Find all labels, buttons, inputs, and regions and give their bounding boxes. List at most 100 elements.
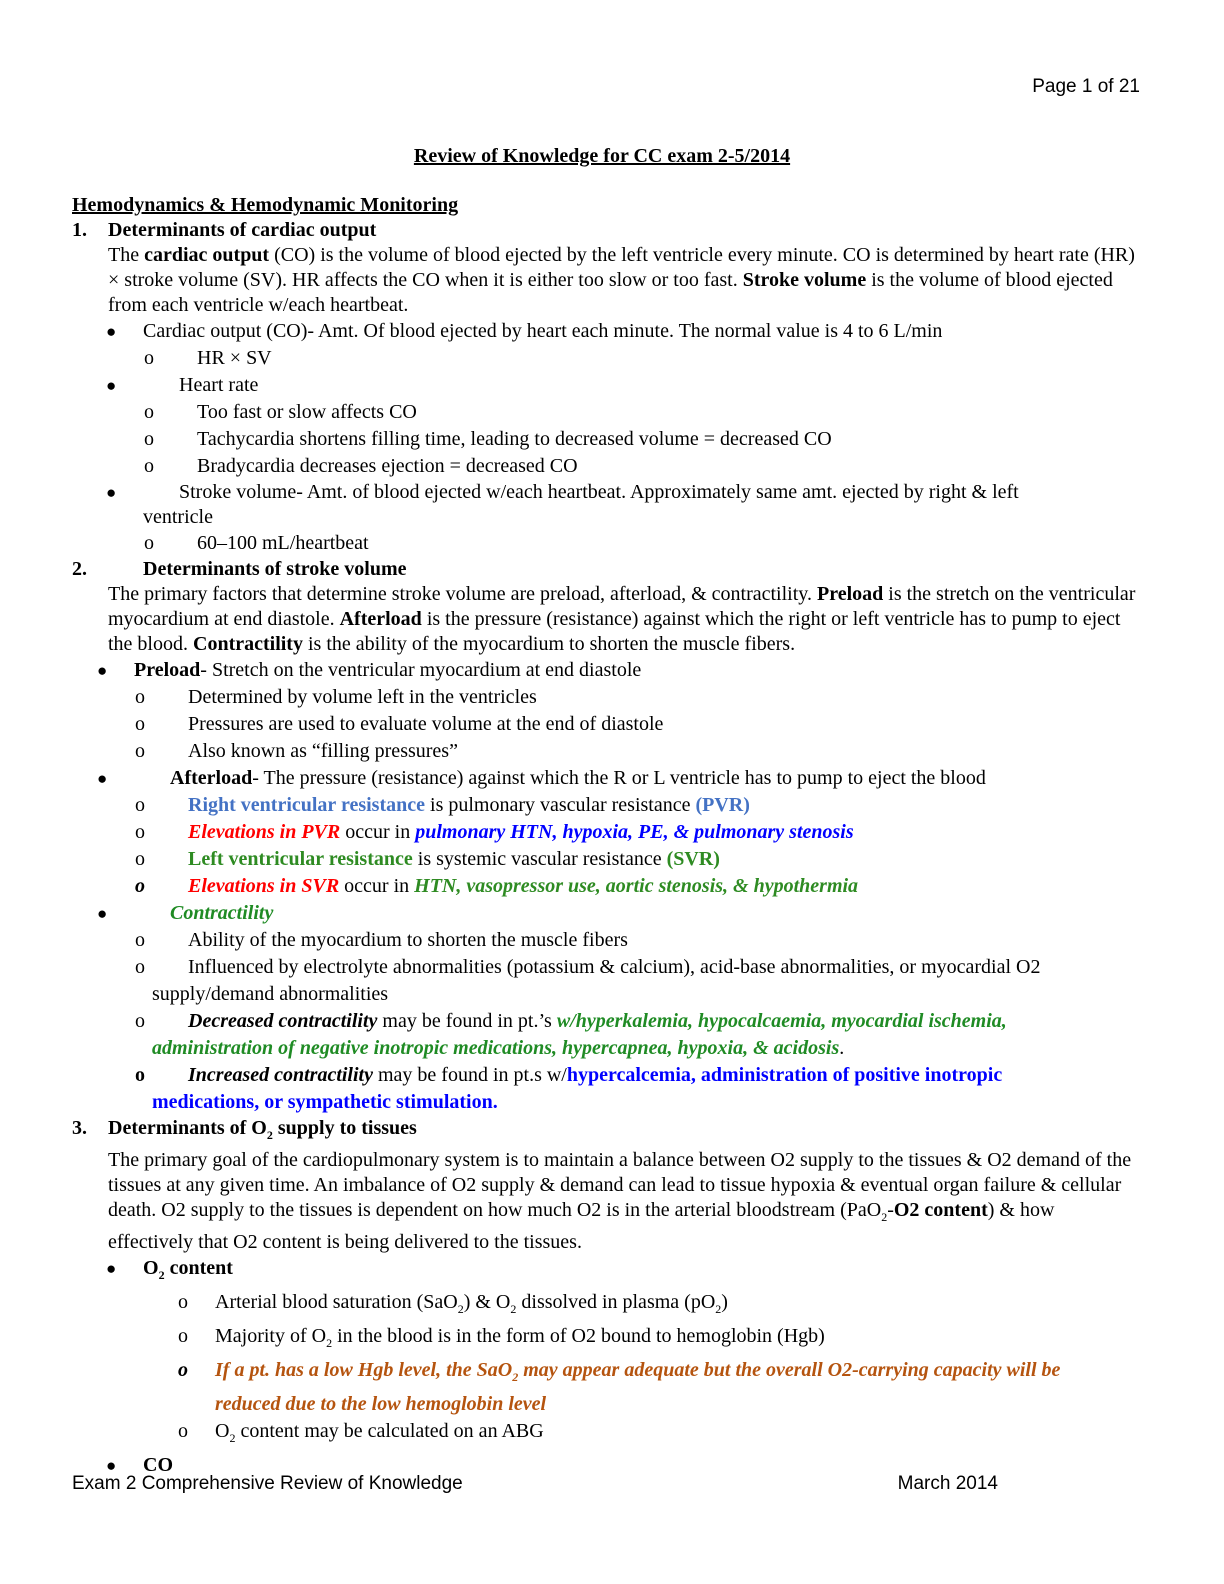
circle-bullet-icon: o: [178, 1359, 188, 1381]
text: dissolved in plasma (pO: [516, 1291, 716, 1313]
circle-bullet-icon: o: [135, 686, 145, 708]
sub-bullet-text: Ability of the myocardium to shorten the…: [188, 929, 628, 951]
text: The: [108, 244, 145, 266]
circle-bullet-icon: o: [135, 875, 145, 897]
bullet-icon: ●: [106, 1259, 117, 1278]
text: ) & how effectively that O2 content is b…: [108, 1199, 1055, 1253]
item-2-heading: 2. Determinants of stroke volume: [72, 557, 1144, 582]
footer-right-text: March 2014: [897, 1473, 998, 1494]
text-colored: Elevations in SVR: [188, 875, 340, 897]
item-title: Determinants of cardiac output: [108, 219, 377, 241]
text: may be found in pt.’s: [377, 1010, 557, 1032]
circle-bullet-icon: o: [135, 713, 145, 735]
sub-bullet-text: Too fast or slow affects CO: [197, 401, 417, 423]
text: is the volume of blood ejected from each…: [108, 269, 1113, 316]
bullet-text: ventricle: [143, 506, 213, 528]
text-colored: Elevations in PVR: [188, 821, 341, 843]
item-number: 2.: [72, 558, 87, 580]
bullet-item-contractility: ●Contractility: [72, 900, 1144, 927]
bullet-icon: ●: [106, 376, 117, 395]
text-bold: content: [164, 1257, 233, 1279]
subscript: 2: [512, 1370, 519, 1384]
item-number: 3.: [72, 1117, 87, 1139]
text: ) & O: [463, 1291, 511, 1313]
text: occur in: [339, 875, 415, 897]
subscript: 2: [266, 1128, 273, 1142]
text: O: [215, 1420, 230, 1442]
text-bold: cardiac output: [144, 244, 270, 266]
circle-bullet-icon: o: [135, 929, 145, 951]
text-bold: Preload: [134, 659, 201, 681]
item-title: Determinants of O2 supply to tissues: [108, 1117, 417, 1142]
item-number: 1.: [72, 219, 87, 241]
circle-bullet-icon: o: [144, 428, 154, 450]
circle-bullet-icon: o: [135, 821, 145, 843]
bullet-text: - Stretch on the ventricular myocardium …: [200, 659, 642, 681]
text: in the blood is in the form of O2 bound …: [332, 1325, 825, 1347]
text-colored: hypercalcemia, administration of positiv…: [566, 1064, 1003, 1086]
text-colored: administration of negative inotropic med…: [152, 1037, 840, 1059]
sub-bullet-text: 60–100 mL/heartbeat: [197, 532, 369, 554]
text-bold-italic: Decreased contractility: [188, 1010, 378, 1032]
item-2-paragraph: The primary factors that determine strok…: [72, 582, 1144, 657]
subscript: 2: [158, 1268, 165, 1282]
bullet-item: ●Cardiac output (CO)- Amt. Of blood ejec…: [72, 318, 1144, 345]
text: ): [721, 1291, 728, 1313]
sub-bullet-item: o Ability of the myocardium to shorten th…: [72, 927, 1144, 954]
circle-bullet-icon: o: [144, 401, 154, 423]
text-colored: (SVR): [666, 848, 720, 870]
bullet-item: ●Stroke volume- Amt. of blood ejected w/…: [72, 480, 1144, 530]
sub-bullet-text: Tachycardia shortens filling time, leadi…: [197, 428, 832, 450]
circle-bullet-icon: o: [144, 532, 154, 554]
text-colored: Contractility: [170, 902, 274, 924]
text: supply to tissues: [272, 1117, 417, 1139]
text-bold: Contractility: [193, 633, 303, 655]
sub-bullet-text: HR × SV: [197, 347, 272, 369]
text: Arterial blood saturation (SaO: [215, 1291, 458, 1313]
item-title: Determinants of stroke volume: [143, 558, 407, 580]
text: Majority of O: [215, 1325, 327, 1347]
bullet-text: Stroke volume- Amt. of blood ejected w/e…: [179, 481, 1019, 503]
text-colored: pulmonary HTN, hypoxia, PE, & pulmonary …: [415, 821, 854, 843]
subscript: 2: [510, 1302, 517, 1316]
circle-bullet-icon: o: [135, 956, 145, 978]
circle-bullet-icon: o: [135, 1010, 145, 1032]
circle-bullet-icon: o: [135, 740, 145, 762]
text-colored: HTN, vasopressor use, aortic stenosis, &…: [414, 875, 859, 897]
text: The primary factors that determine strok…: [108, 583, 817, 605]
bullet-icon: ●: [106, 1456, 117, 1475]
text: is the stretch on the ventricular myocar…: [108, 583, 1136, 630]
page-footer: Exam 2 Comprehensive Review of Knowledge…: [72, 1473, 998, 1495]
text: may be found in pt.s w/: [372, 1064, 567, 1086]
text: .: [839, 1037, 845, 1059]
subscript: 2: [457, 1302, 464, 1316]
bullet-text: Heart rate: [179, 374, 259, 396]
text-colored: Right ventricular resistance: [188, 794, 426, 816]
section-heading: Hemodynamics & Hemodynamic Monitoring: [72, 193, 1144, 218]
bullet-icon: ●: [106, 322, 117, 341]
document-title: Review of Knowledge for CC exam 2-5/2014: [413, 145, 791, 167]
text: is the pressure (resistance) against whi…: [108, 608, 1121, 655]
text: (CO) is the volume of blood ejected by t…: [108, 244, 1135, 291]
bullet-icon: ●: [97, 769, 108, 788]
text: is the ability of the myocardium to shor…: [302, 633, 796, 655]
subscript: 2: [715, 1302, 722, 1316]
text: content may be calculated on an ABG: [235, 1420, 544, 1442]
sub-bullet-text: supply/demand abnormalities: [152, 983, 389, 1005]
section-title: Hemodynamics & Hemodynamic Monitoring: [72, 194, 459, 216]
text-bold: Afterload: [170, 767, 253, 789]
text-colored: If a pt. has a low Hgb level, the SaO: [215, 1359, 513, 1381]
circle-bullet-icon: o: [178, 1325, 188, 1347]
text-bold: Afterload: [339, 608, 422, 630]
